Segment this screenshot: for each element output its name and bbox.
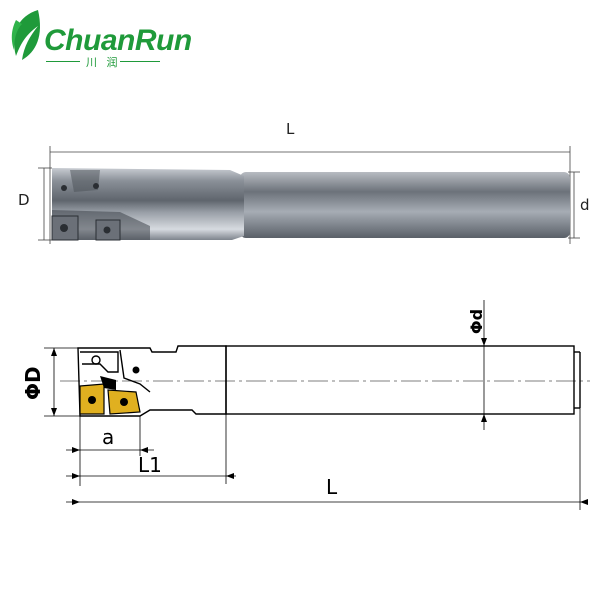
subtitle-rule-right (120, 61, 160, 62)
drawing-shank (225, 345, 575, 415)
leaf-icon (11, 10, 41, 60)
photo-d-label: d (580, 196, 590, 214)
photo-shank (240, 172, 570, 238)
photo-length-label: L (286, 120, 295, 138)
photo-D-label: D (18, 191, 30, 209)
end-mill-photo: L D d (18, 120, 590, 244)
drawing-a-label: a (102, 425, 114, 449)
drawing-inserts (79, 376, 141, 415)
subtitle-rule-left (46, 61, 80, 62)
drawing-L-label: L (326, 475, 338, 499)
technical-drawing: ΦD Φd a L1 L (21, 300, 590, 510)
brand-logo: ChuanRun 川 润 (8, 6, 192, 69)
brand-name: ChuanRun (44, 24, 192, 57)
drawing-D-label: ΦD (21, 366, 45, 400)
brand-subtitle: 川 润 (86, 56, 121, 69)
drawing-L1-label: L1 (138, 453, 162, 477)
drawing-d-label: Φd (467, 309, 486, 334)
